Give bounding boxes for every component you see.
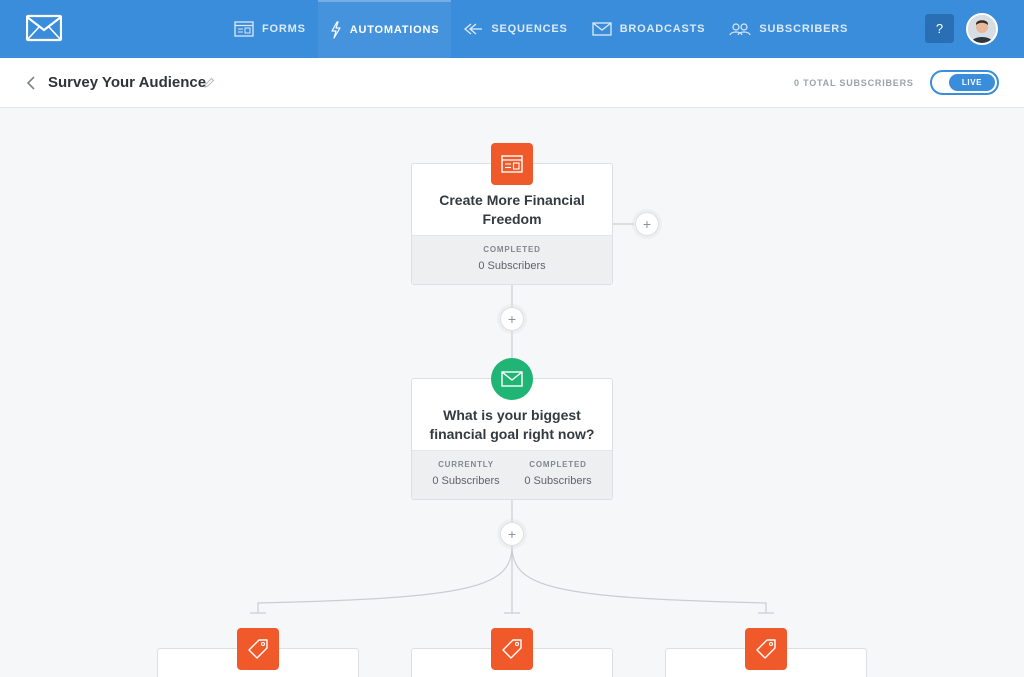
add-step-button[interactable]: + xyxy=(500,307,524,331)
tag-icon xyxy=(502,639,522,659)
sequences-icon xyxy=(464,23,483,35)
user-photo-icon xyxy=(968,15,996,43)
live-toggle[interactable]: LIVE xyxy=(930,70,999,95)
people-icon xyxy=(729,23,751,36)
nav-sequences[interactable]: SEQUENCES xyxy=(451,0,579,58)
live-toggle-label: LIVE xyxy=(949,74,995,91)
form-icon xyxy=(234,21,254,37)
form-icon xyxy=(501,155,523,173)
nav-automations[interactable]: AUTOMATIONS xyxy=(317,0,452,58)
envelope-icon xyxy=(501,371,523,387)
add-trigger-button[interactable]: + xyxy=(635,212,659,236)
main-nav: FORMS AUTOMATIONS SEQUENCES BROADCASTS S… xyxy=(222,0,860,58)
stat-label: COMPLETED xyxy=(529,460,587,469)
stat-label: CURRENTLY xyxy=(438,460,494,469)
add-step-button[interactable]: + xyxy=(500,522,524,546)
trigger-card-footer: COMPLETED 0 Subscribers xyxy=(412,235,612,284)
tag-icon xyxy=(248,639,268,659)
email-currently-stat: CURRENTLY 0 Subscribers xyxy=(420,451,512,499)
automation-canvas[interactable]: Create More Financial Freedom COMPLETED … xyxy=(0,108,1024,677)
nav-broadcasts-label: BROADCASTS xyxy=(619,23,706,35)
branch-tag-badge xyxy=(237,628,279,670)
page-header: Survey Your Audience 0 TOTAL SUBSCRIBERS… xyxy=(0,58,1024,108)
nav-subscribers[interactable]: SUBSCRIBERS xyxy=(717,0,860,58)
envelope-icon xyxy=(592,22,612,36)
stat-value: 0 Subscribers xyxy=(524,475,592,487)
trigger-completed-stat: COMPLETED 0 Subscribers xyxy=(412,236,612,284)
email-card-footer: CURRENTLY 0 Subscribers COMPLETED 0 Subs… xyxy=(412,450,612,499)
email-completed-stat: COMPLETED 0 Subscribers xyxy=(512,451,604,499)
tag-icon xyxy=(756,639,776,659)
branch-tag-badge xyxy=(745,628,787,670)
stat-label: COMPLETED xyxy=(483,245,541,254)
email-badge xyxy=(491,358,533,400)
trigger-form-badge xyxy=(491,143,533,185)
nav-forms-label: FORMS xyxy=(262,23,306,35)
nav-forms[interactable]: FORMS xyxy=(222,0,318,58)
logo-envelope-icon[interactable] xyxy=(26,14,62,42)
nav-sequences-label: SEQUENCES xyxy=(491,23,568,35)
stat-value: 0 Subscribers xyxy=(432,475,500,487)
page-title: Survey Your Audience xyxy=(48,74,207,91)
total-subscribers-count: 0 TOTAL SUBSCRIBERS xyxy=(794,78,914,88)
avatar[interactable] xyxy=(966,13,998,45)
top-nav-bar: FORMS AUTOMATIONS SEQUENCES BROADCASTS S… xyxy=(0,0,1024,58)
bolt-icon xyxy=(331,21,341,39)
stat-value: 0 Subscribers xyxy=(478,260,546,272)
help-button[interactable]: ? xyxy=(925,14,954,43)
nav-broadcasts[interactable]: BROADCASTS xyxy=(580,0,718,58)
pencil-icon[interactable] xyxy=(203,77,215,89)
branch-tag-badge xyxy=(491,628,533,670)
email-card-title: What is your biggest financial goal righ… xyxy=(429,407,595,442)
nav-subscribers-label: SUBSCRIBERS xyxy=(759,23,849,35)
trigger-card-title: Create More Financial Freedom xyxy=(439,192,585,227)
back-arrow-icon[interactable] xyxy=(24,75,38,91)
nav-automations-label: AUTOMATIONS xyxy=(349,24,440,36)
